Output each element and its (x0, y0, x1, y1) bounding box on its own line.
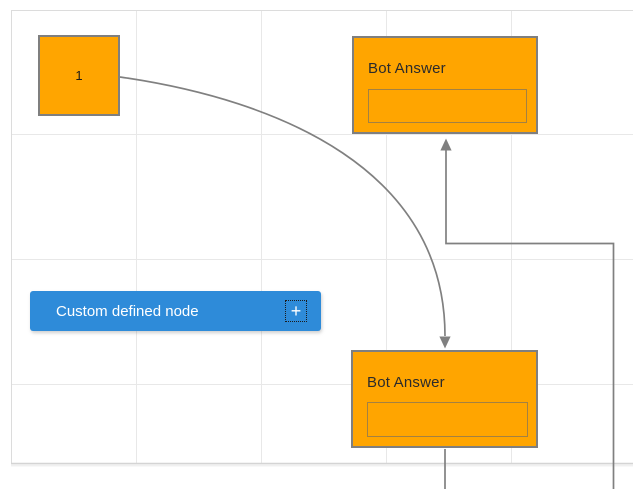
plus-icon: + (290, 301, 302, 321)
bot-answer-top-title: Bot Answer (368, 60, 446, 77)
diagram-node-start[interactable]: 1 (38, 35, 120, 116)
custom-node-label: Custom defined node (56, 302, 199, 320)
page-border (11, 10, 633, 467)
diagram-node-custom-defined[interactable]: Custom defined node + (30, 291, 321, 331)
arrowhead-down-icon (439, 336, 451, 349)
connector-curved-start-to-bottom-bot[interactable] (119, 76, 446, 337)
diagram-node-bot-answer-top[interactable]: Bot Answer (352, 36, 538, 134)
connectors-layer (119, 76, 615, 489)
bot-answer-bottom-input-field[interactable] (367, 402, 528, 437)
bot-answer-top-input-field[interactable] (368, 89, 527, 123)
arrowhead-up-icon (440, 138, 452, 151)
add-port-button[interactable]: + (285, 300, 307, 322)
connector-ortho-to-top-bot[interactable] (445, 150, 615, 489)
node-start-label: 1 (75, 68, 83, 83)
bot-answer-bottom-title: Bot Answer (367, 374, 445, 391)
diagram-node-bot-answer-bottom[interactable]: Bot Answer (351, 350, 538, 448)
